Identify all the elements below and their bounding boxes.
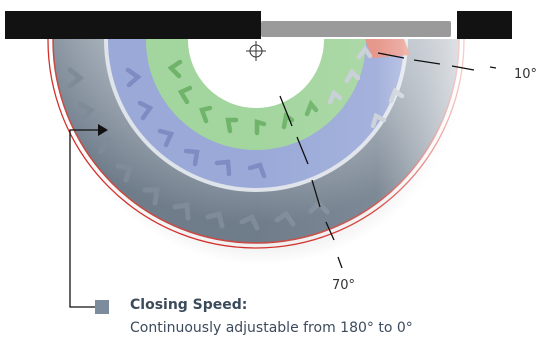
legend-description: Continuously adjustable from 180° to 0° <box>130 320 413 336</box>
top-bar-right <box>457 11 512 39</box>
leader-arrowhead <box>98 124 108 136</box>
angle-label-70: 70° <box>332 278 356 293</box>
crosshair-icon <box>246 41 266 61</box>
top-bar-left <box>5 11 261 39</box>
angle-label-10: 10° <box>514 67 538 82</box>
angle-marker-10 <box>377 52 497 71</box>
top-bar-center <box>261 21 451 37</box>
legend-leader-line <box>69 129 100 308</box>
legend-title: Closing Speed: <box>130 297 248 313</box>
angle-marker-70 <box>279 95 343 269</box>
legend-swatch <box>95 300 109 314</box>
fade-overlay <box>256 39 476 269</box>
